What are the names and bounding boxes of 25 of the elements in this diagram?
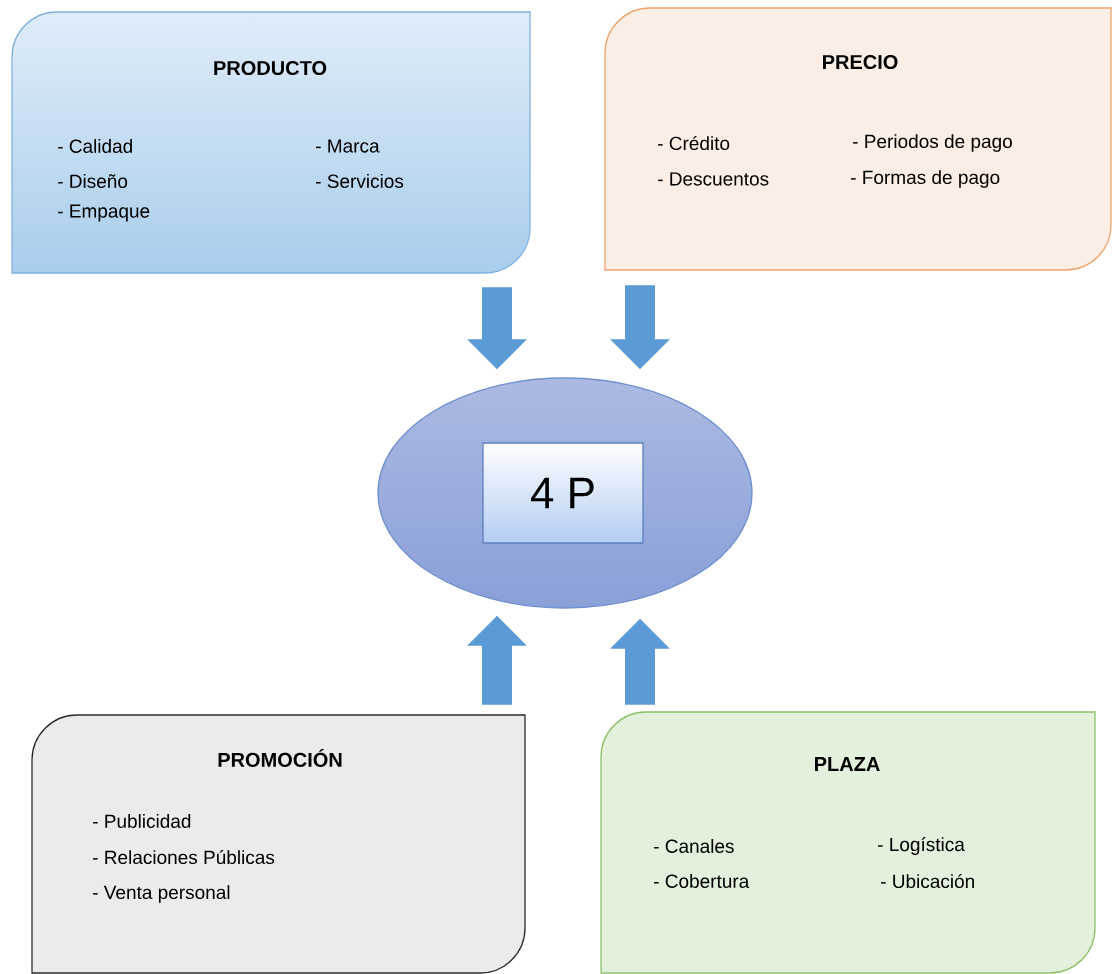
list-item: - Logística [878, 837, 965, 855]
list-item: - Calidad [58, 139, 132, 153]
list-item: - Crédito [658, 135, 730, 151]
list-item: - Cobertura [654, 874, 750, 888]
category-box [604, 7, 1112, 271]
list-item: - Marca [316, 139, 380, 153]
category-box [600, 711, 1096, 974]
list-item: - Publicidad [93, 814, 191, 828]
list-item: - Venta personal [93, 885, 230, 903]
title-box: 4 P [482, 442, 644, 544]
list-item: - Formas de pago [851, 170, 1000, 188]
box-heading: PRECIO [823, 54, 898, 70]
list-item: - Periodos de pago [853, 134, 1012, 152]
category-box [11, 11, 531, 274]
list-item: - Relaciones Públicas [93, 849, 275, 865]
list-item: - Servicios [316, 174, 404, 188]
box-heading: PRODUCTO [214, 60, 327, 76]
list-item: - Diseño [58, 174, 128, 188]
list-item: - Empaque [58, 204, 150, 222]
box-heading: PLAZA [815, 757, 880, 771]
category-box [31, 714, 526, 974]
box-heading: PROMOCIÓN [218, 749, 342, 767]
list-item: - Ubicación [881, 873, 974, 889]
list-item: - Descuentos [658, 172, 769, 186]
list-item: - Canales [654, 839, 734, 853]
